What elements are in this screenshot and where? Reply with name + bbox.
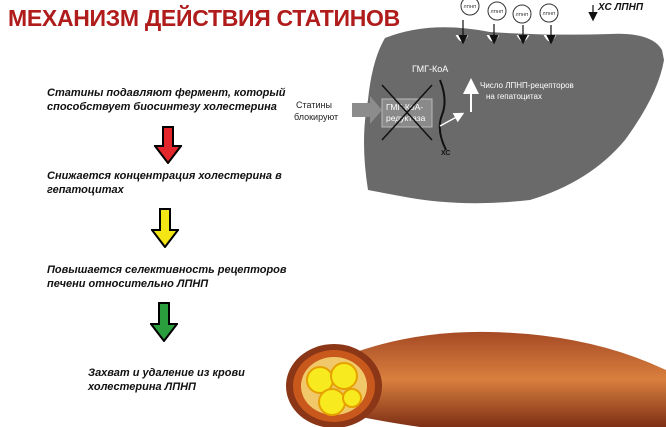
liver-diagram: ЛПНП ЛПНП ЛПНП ЛПНП ХС ЛПНП ГМГ-КоА ГМГ-… bbox=[294, 0, 664, 204]
ldl-particles: ЛПНП ЛПНП ЛПНП ЛПНП bbox=[460, 0, 559, 24]
green-down-arrow-icon bbox=[150, 302, 178, 342]
svg-text:редуктаза: редуктаза bbox=[386, 113, 426, 123]
artery-tube bbox=[310, 331, 666, 427]
step-3-text: Повышается селективность рецепторов пече… bbox=[47, 264, 287, 290]
step-1-text: Статины подавляют фермент, который спосо… bbox=[47, 87, 286, 113]
svg-text:ЛПНП: ЛПНП bbox=[464, 4, 477, 9]
page-title: МЕХАНИЗМ ДЕЙСТВИЯ СТАТИНОВ bbox=[8, 5, 400, 31]
red-down-arrow-icon bbox=[154, 126, 182, 164]
receptors-label-1: Число ЛПНП-рецепторов bbox=[480, 81, 574, 90]
svg-text:ЛПНП: ЛПНП bbox=[543, 11, 556, 16]
statins-arrow-icon bbox=[352, 96, 382, 124]
step-2-text: Снижается концентрация холестерина в геп… bbox=[47, 170, 282, 196]
yellow-down-arrow-icon bbox=[151, 208, 179, 248]
artery-illustration bbox=[286, 331, 666, 427]
cholesterol-particles bbox=[306, 362, 362, 416]
step-4-text: Захват и удаление из крови холестерина Л… bbox=[88, 367, 245, 393]
svg-text:ЛПНП: ЛПНП bbox=[516, 12, 529, 17]
block-cross-icon bbox=[381, 84, 433, 141]
hs-mark: ХС bbox=[441, 150, 450, 157]
hs-ldl-label: ХС ЛПНП bbox=[597, 2, 644, 13]
statins-label-2: блокируют bbox=[294, 112, 338, 122]
receptors-label-2: на гепатоцитах bbox=[486, 92, 542, 101]
svg-text:ЛПНП: ЛПНП bbox=[491, 9, 504, 14]
hmg-coa-label: ГМГ-КоА bbox=[412, 64, 448, 74]
statins-label-1: Статины bbox=[296, 100, 332, 110]
liver-shape bbox=[364, 27, 664, 204]
svg-text:ГМГ-КоА-: ГМГ-КоА- bbox=[386, 102, 423, 112]
